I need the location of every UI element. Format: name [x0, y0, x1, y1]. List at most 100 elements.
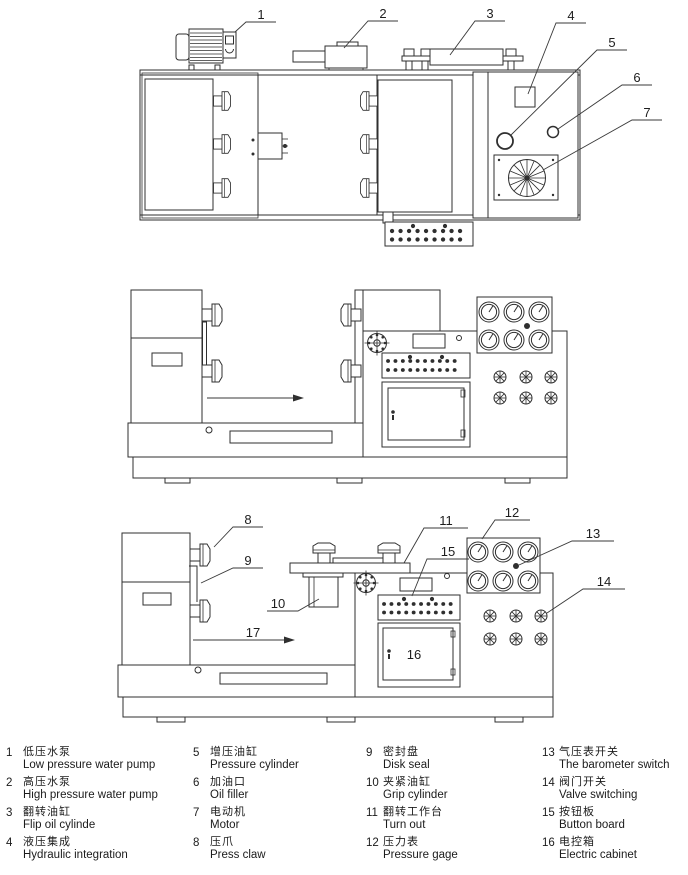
legend-num: 2: [6, 777, 13, 789]
valve-switch: [493, 370, 507, 384]
side-view-headstock: [121, 532, 211, 666]
top-view-button-board: [384, 221, 474, 247]
legend-zh: 加油口: [210, 776, 246, 788]
legend-en: High pressure water pump: [23, 789, 158, 801]
legend-zh: 翻转油缸: [23, 806, 71, 818]
legend-num: 13: [542, 747, 555, 759]
top-view-right-section: [472, 71, 579, 219]
legend-en: Hydraulic integration: [23, 849, 128, 861]
pressure-gauge: [503, 329, 525, 351]
press-claw: [189, 543, 211, 567]
legend-en: Low pressure water pump: [23, 759, 156, 771]
pressure-cylinder-port: [496, 132, 514, 150]
callout-7: 7: [643, 105, 650, 120]
legend-en: Valve switching: [559, 789, 638, 801]
valve-switch: [493, 391, 507, 405]
callout-17: 17: [246, 625, 260, 640]
travel-arrow: [207, 394, 304, 402]
legend-num: 7: [193, 807, 200, 819]
legend-zh: 液压集成: [23, 836, 71, 848]
hydraulic-integration-block: [514, 86, 536, 108]
legend-num: 14: [542, 777, 555, 789]
door-handle: [391, 410, 395, 414]
valve-switch: [534, 632, 548, 646]
legend-zh: 夹紧油缸: [383, 776, 431, 788]
press-claw: [312, 542, 336, 564]
legend-num: 9: [366, 747, 373, 759]
pressure-gauge: [528, 301, 550, 323]
callout-8: 8: [244, 512, 251, 527]
front-view-button-board: [381, 352, 471, 379]
oil-filler-port: [546, 125, 560, 139]
side-view: 8 9 10 11 12 13 14 15 16 17: [117, 505, 625, 723]
top-view-right-tank: [360, 79, 453, 224]
disk-seal: [189, 565, 198, 602]
side-cabinet-door: [377, 622, 461, 688]
legend-en: Motor: [210, 819, 240, 831]
callout-11: 11: [439, 513, 453, 528]
valve-switch: [509, 609, 523, 623]
name-plate: [399, 577, 433, 592]
low-pressure-water-pump-motor: [175, 28, 237, 71]
pressure-gauge: [528, 329, 550, 351]
top-view-center-bracket: [251, 132, 288, 160]
legend-zh: 阀门开关: [559, 776, 607, 788]
side-button-board: [377, 594, 461, 621]
valve-switch: [483, 632, 497, 646]
callout-4: 4: [567, 8, 574, 23]
legend-en: Button board: [559, 819, 625, 831]
pressure-gauge: [478, 329, 500, 351]
legend-en: Grip cylinder: [383, 789, 448, 801]
top-view: 1 2 3 4 5 6 7: [139, 6, 662, 247]
legend-num: 4: [6, 837, 13, 849]
legend-en: Disk seal: [383, 759, 430, 771]
legend-en: Press claw: [210, 849, 266, 861]
side-view-lower-base: [122, 696, 554, 723]
side-gauge-panel: [466, 537, 541, 594]
pressure-gauge: [467, 570, 489, 592]
valve-switch: [519, 370, 533, 384]
pressure-gauge: [517, 541, 539, 563]
high-pressure-water-pump: [292, 41, 368, 71]
top-view-left-tank: [144, 78, 231, 211]
legend-zh: 增压油缸: [210, 746, 258, 758]
legend-en: Pressure gage: [383, 849, 458, 861]
tailstock-plate: [354, 289, 364, 424]
barometer-switch: [513, 563, 519, 569]
legend-zh: 翻转工作台: [383, 806, 443, 818]
callout-6: 6: [633, 70, 640, 85]
callout-16: 16: [407, 647, 421, 662]
front-view-cabinet-door: [381, 381, 471, 448]
callout-13: 13: [586, 526, 600, 541]
legend-zh: 低压水泵: [23, 746, 71, 758]
grip-cylinder: [302, 572, 344, 608]
stroke-arrow: [193, 636, 295, 644]
flip-worktable: [289, 542, 411, 608]
legend-en: Electric cabinet: [559, 849, 637, 861]
callout-2: 2: [379, 6, 386, 21]
legend-en: Oil filler: [210, 789, 249, 801]
legend-zh: 密封盘: [383, 746, 419, 758]
legend-num: 11: [366, 807, 378, 819]
legend-num: 6: [193, 777, 200, 789]
valve-switch: [544, 391, 558, 405]
callout-14: 14: [597, 574, 611, 589]
callout-15: 15: [441, 544, 455, 559]
flip-oil-cylinder: [401, 48, 524, 71]
legend-num: 5: [193, 747, 200, 759]
legend-zh: 电动机: [210, 806, 246, 818]
pressure-gauge: [492, 570, 514, 592]
